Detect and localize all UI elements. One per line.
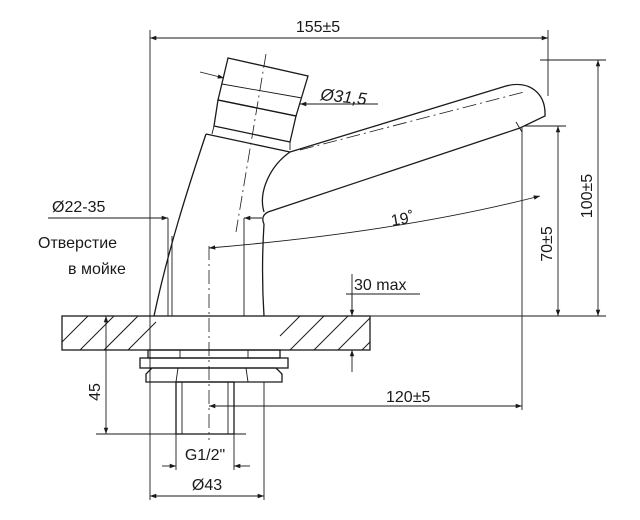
total-height-label: 100±5 xyxy=(579,174,596,218)
push-button xyxy=(211,57,309,150)
hole-caption-line2: в мойке xyxy=(68,261,126,278)
dimension-labels: 155±5 Ø31,5 Ø22-35 Отверстие в мойке 19˚… xyxy=(38,19,596,494)
below-depth-label: 45 xyxy=(87,383,104,401)
button-diameter-label: Ø31,5 xyxy=(319,85,369,109)
total-length-label: 155±5 xyxy=(296,19,340,36)
under-counter-fitting xyxy=(139,349,289,435)
countertop-slab xyxy=(61,315,371,351)
nut-diameter-label: Ø43 xyxy=(192,477,222,494)
hole-range-label: Ø22-35 xyxy=(52,199,105,216)
faucet-spout xyxy=(262,83,546,225)
faucet-body xyxy=(153,133,291,317)
reach-label: 120±5 xyxy=(386,389,430,406)
dimension-lines xyxy=(48,35,601,499)
thread-label: G1/2" xyxy=(185,447,225,464)
hole-caption-line1: Отверстие xyxy=(38,235,117,252)
spout-height-label: 70±5 xyxy=(539,226,556,262)
angle-label: 19˚ xyxy=(390,209,416,230)
extension-lines xyxy=(96,30,606,500)
max-thickness-label: 30 max xyxy=(354,277,406,294)
